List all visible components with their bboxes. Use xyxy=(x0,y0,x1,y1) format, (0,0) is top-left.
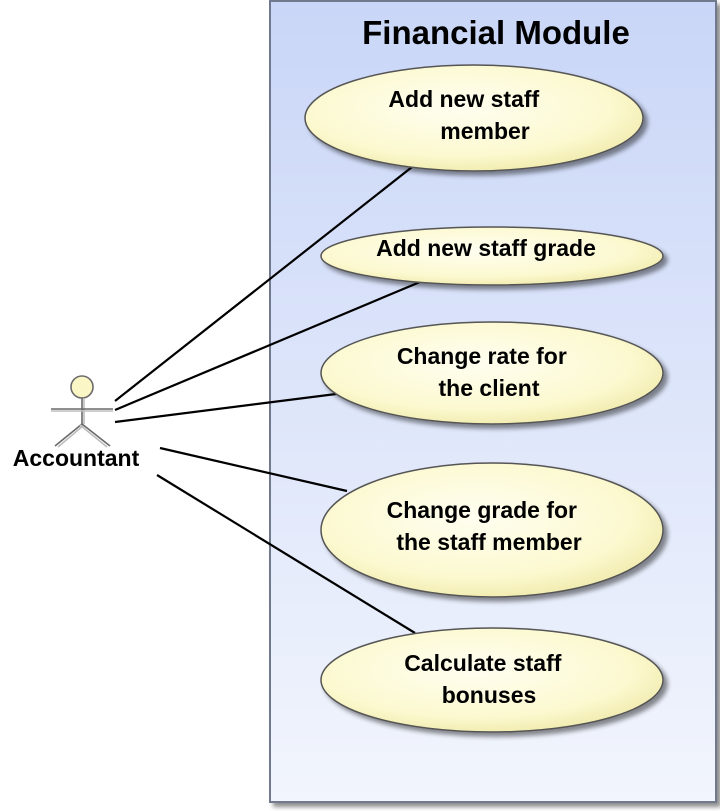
association-calculate-bonuses xyxy=(156,474,416,634)
svg-text:Add new staff member: Add new staff member xyxy=(388,86,545,144)
use-case-label: the staff member xyxy=(396,529,581,555)
svg-text:Change rate for the clie: Change rate for the client xyxy=(397,343,573,401)
association-add-staff-member xyxy=(114,166,413,402)
use-case-change-grade[interactable]: Change grade for the staff member xyxy=(320,462,664,598)
use-case-add-staff-member[interactable]: Add new staff member xyxy=(304,64,644,172)
use-case-add-staff-grade[interactable]: Add new staff grade xyxy=(320,226,664,286)
association-change-grade xyxy=(159,446,348,493)
svg-text:Add new staff grade: Add new staff grade xyxy=(376,235,596,261)
use-case-label: Add new staff xyxy=(388,86,539,112)
use-case-label: bonuses xyxy=(442,682,537,708)
association-add-staff-grade xyxy=(114,280,421,412)
use-case-change-rate[interactable]: Change rate for the client xyxy=(320,321,664,425)
system-title: Financial Module xyxy=(362,14,630,51)
association-change-rate xyxy=(114,392,337,424)
use-case-label: Calculate staff xyxy=(404,650,562,676)
stick-figure-icon xyxy=(51,375,113,448)
associations xyxy=(114,166,421,634)
actor-name: Accountant xyxy=(13,445,140,471)
use-case-label: Add new staff grade xyxy=(376,235,596,261)
use-case-label: Change grade for xyxy=(387,497,577,523)
use-case-calculate-bonuses[interactable]: Calculate staff bonuses xyxy=(320,627,664,733)
use-case-label: the client xyxy=(439,375,540,401)
use-case-label: Change rate for xyxy=(397,343,567,369)
use-case-label: member xyxy=(440,118,530,144)
actor-accountant[interactable]: Accountant xyxy=(13,375,140,471)
svg-text:Calculate staff bonuses: Calculate staff bonuses xyxy=(404,650,568,708)
actor-head xyxy=(70,375,94,399)
svg-text:Change grade for the sta: Change grade for the staff member xyxy=(387,497,584,555)
